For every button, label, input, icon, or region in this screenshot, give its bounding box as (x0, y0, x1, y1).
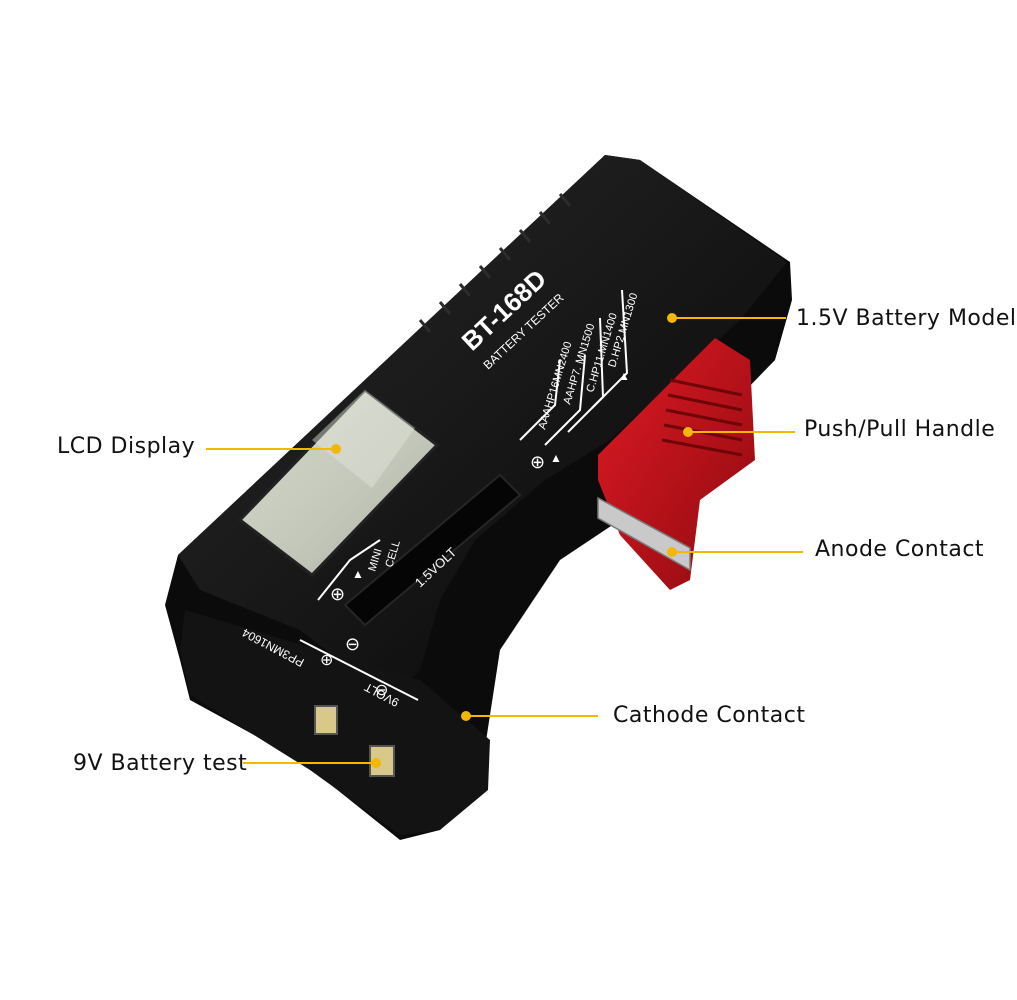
dot-15v (667, 313, 677, 323)
lcd-glare (312, 390, 415, 488)
device-top-face (178, 155, 787, 700)
arrow-mini-cell: ▲ (352, 567, 364, 581)
plus-15v: ⊕ (530, 452, 545, 472)
callout-15v-battery-model: 1.5V Battery Model (796, 306, 1017, 331)
slider-track (343, 473, 522, 627)
arrow-15v-1: ▲ (550, 451, 562, 465)
minus-15v: ⊖ (345, 634, 360, 654)
dot-cathode (461, 711, 471, 721)
scale-markings (299, 289, 629, 701)
plus-mini-cell: ⊕ (330, 584, 345, 604)
callout-cathode-contact: Cathode Contact (613, 703, 806, 728)
minus-9v: ⊖ (375, 682, 388, 699)
callout-lines (206, 317, 803, 764)
dot-anode (667, 547, 677, 557)
grip-ribs (418, 193, 572, 333)
callout-9v-battery-test: 9V Battery test (73, 751, 248, 776)
dot-push (683, 427, 693, 437)
battery-tester: BT-168D BATTERY TESTER AAAHP16MN2400 AAH… (165, 155, 792, 840)
lcd-screen (237, 387, 440, 578)
callout-push-pull-handle: Push/Pull Handle (804, 417, 996, 442)
plus-9v: ⊕ (320, 652, 333, 669)
dot-9v (371, 758, 381, 768)
terminal-9v-left (314, 705, 338, 735)
callout-dots (331, 313, 693, 768)
dot-lcd (331, 444, 341, 454)
arrow-15v-4: ▲ (618, 369, 630, 383)
callout-anode-contact: Anode Contact (815, 537, 985, 562)
callout-lcd-display: LCD Display (57, 434, 196, 459)
